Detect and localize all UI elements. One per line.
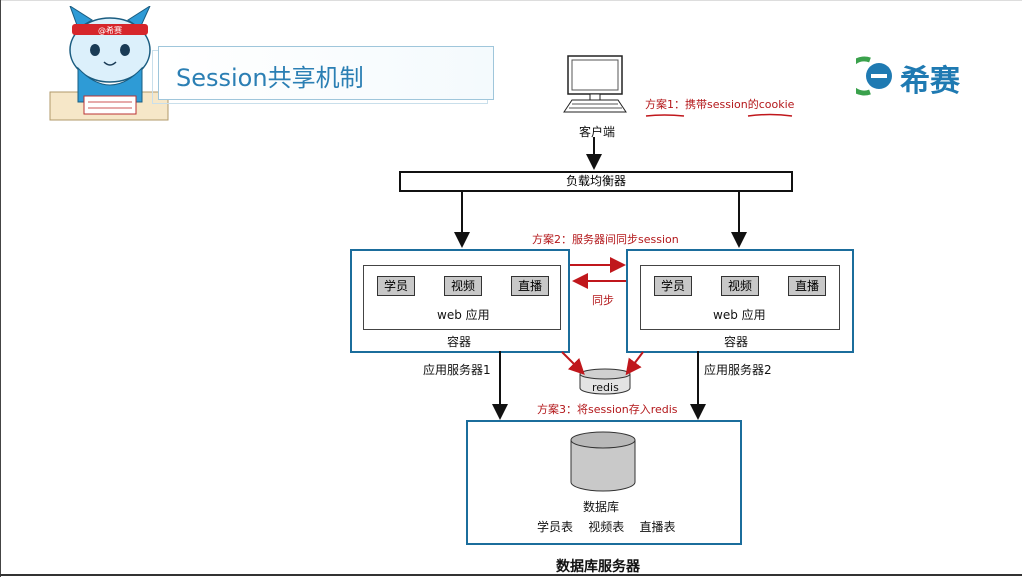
server2-to-redis-arrow — [625, 351, 644, 376]
server2-chip-students: 学员 — [654, 276, 692, 296]
server1-web-app-label: web 应用 — [437, 308, 490, 322]
load-balancer: 负载均衡器 — [399, 171, 793, 192]
server1-chip-videos: 视频 — [444, 276, 482, 296]
plan1-label: 方案1：携带session的cookie — [645, 98, 795, 111]
server2-chip-videos: 视频 — [721, 276, 759, 296]
plan1-underline-2 — [747, 113, 793, 117]
bottom-border — [0, 574, 1022, 576]
client-label: 客户端 — [579, 125, 616, 139]
server2-web-app-label: web 应用 — [713, 308, 766, 322]
server1-chip-live: 直播 — [511, 276, 549, 296]
web-app-2-box — [640, 265, 840, 330]
server2-name: 应用服务器2 — [704, 363, 772, 377]
sync-label: 同步 — [592, 294, 614, 307]
database-cylinder-icon — [570, 431, 636, 492]
db-tables-label: 学员表 视频表 直播表 — [537, 520, 676, 534]
server1-to-redis-arrow — [561, 351, 585, 375]
top-border — [0, 0, 1022, 1]
server1-container-label: 容器 — [447, 335, 472, 349]
plan1-underline-1 — [645, 114, 685, 117]
brand-name: 希赛 — [900, 64, 960, 99]
left-border — [0, 0, 1, 577]
server1-chip-students: 学员 — [377, 276, 415, 296]
plan2-label: 方案2：服务器间同步session — [532, 233, 679, 246]
db-label: 数据库 — [583, 500, 620, 514]
web-app-1-box — [363, 265, 561, 330]
brand-logo-icon — [856, 56, 892, 96]
redis-label: redis — [592, 381, 619, 394]
page-title: Session共享机制 — [176, 64, 364, 92]
computer-icon — [563, 55, 627, 113]
mascot-badge-text: @希赛 — [98, 25, 122, 35]
server2-container-label: 容器 — [724, 335, 749, 349]
server2-chip-live: 直播 — [788, 276, 826, 296]
db-server-name: 数据库服务器 — [556, 559, 640, 575]
plan3-label: 方案3：将session存入redis — [537, 403, 678, 416]
redis-cylinder-icon — [579, 368, 631, 395]
title-banner — [158, 46, 494, 100]
mascot-cat-icon: @希赛 — [49, 6, 169, 121]
server1-name: 应用服务器1 — [423, 363, 491, 377]
